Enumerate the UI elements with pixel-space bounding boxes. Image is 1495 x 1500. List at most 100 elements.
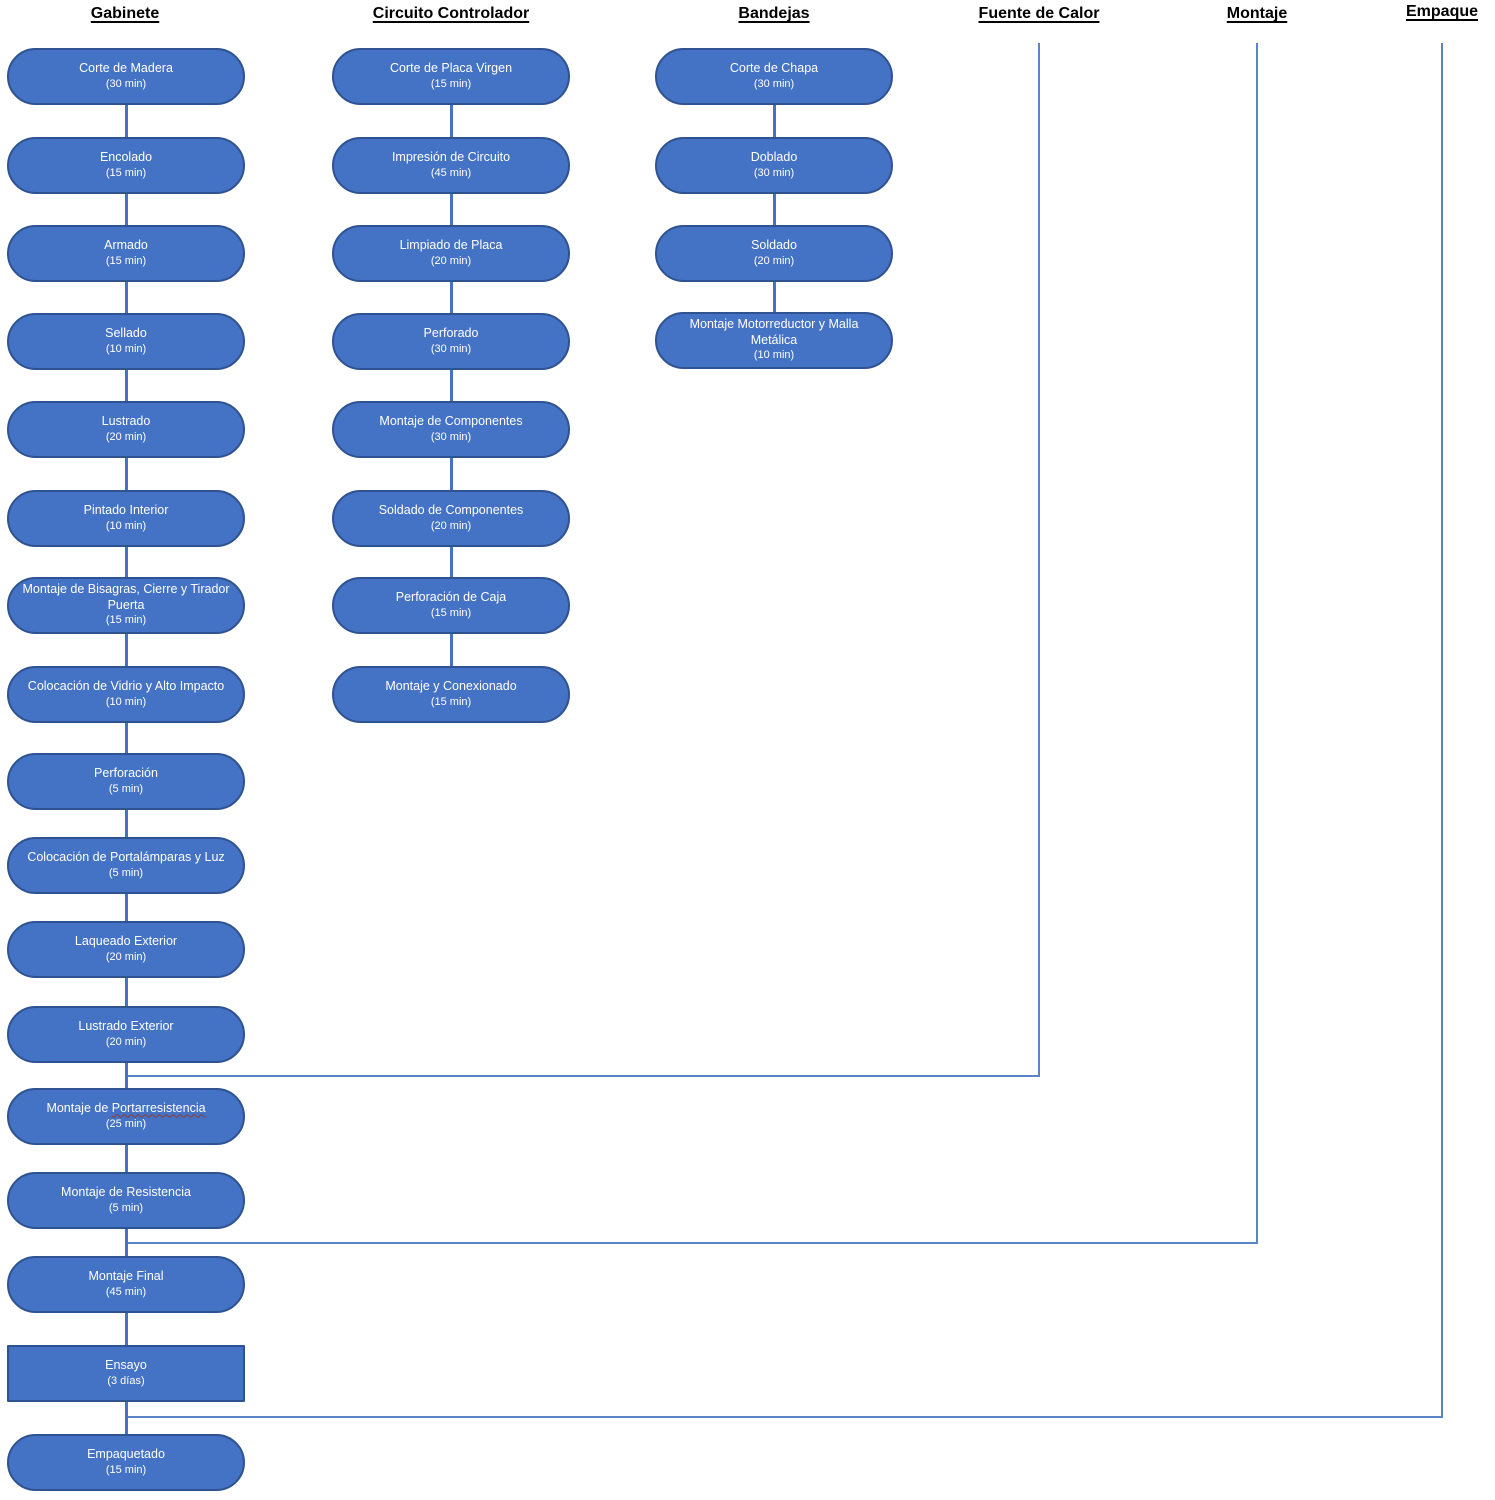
inter-node-connector xyxy=(124,720,128,755)
process-node-lustrado: Lustrado(20 min) xyxy=(7,400,245,458)
process-node-portarresistencia: Montaje de Portarresistencia(25 min) xyxy=(7,1087,245,1145)
node-duration: (15 min) xyxy=(430,606,472,619)
process-node-armado: Armado (15 min) xyxy=(7,224,245,282)
inter-node-connector xyxy=(124,807,128,839)
node-duration: (45 min) xyxy=(105,1285,147,1298)
process-node-soldado-de-componentes: Soldado de Componentes (20 min) xyxy=(332,489,570,547)
node-label: Encolado xyxy=(99,149,153,164)
inter-node-connector xyxy=(124,191,128,227)
process-node-limpiado-de-placa: Limpiado de Placa(20 min) xyxy=(332,224,570,282)
node-label: Perforado xyxy=(423,325,479,340)
process-node-laqueado-exterior: Laqueado Exterior(20 min) xyxy=(7,920,245,978)
process-node-colocacion-de-vidrio-y-alto-impacto: Colocación de Vidrio y Alto Impacto(10 m… xyxy=(7,665,245,723)
process-node-perforacion-de-caja: Perforación de Caja (15 min) xyxy=(332,576,570,634)
cross-link-vertical-empaque xyxy=(1441,43,1443,1418)
inter-node-connector xyxy=(772,191,776,227)
node-label: Doblado xyxy=(750,149,798,164)
process-node-montaje-de-componentes: Montaje de Componentes (30 min) xyxy=(332,400,570,458)
node-duration: (15 min) xyxy=(430,77,472,90)
node-label: Empaquetado xyxy=(87,1446,165,1461)
cross-link-horizontal-empaque xyxy=(125,1416,1443,1418)
node-duration: (20 min) xyxy=(105,1035,147,1048)
inter-node-connector xyxy=(124,544,128,579)
column-title-fuente-de-calor: Fuente de Calor xyxy=(978,5,1100,22)
node-label: Montaje de Componentes xyxy=(379,413,523,428)
inter-node-connector xyxy=(449,631,453,668)
inter-node-connector xyxy=(124,367,128,403)
process-node-colocacion-de-portalamparas-y-luz: Colocación de Portalámparas y Luz (5 min) xyxy=(7,836,245,894)
inter-node-connector xyxy=(124,631,128,668)
process-node-perforacion: Perforación(5 min) xyxy=(7,752,245,810)
node-duration: (20 min) xyxy=(430,254,472,267)
node-label: Corte de Chapa xyxy=(729,60,819,75)
node-duration: (20 min) xyxy=(753,254,795,267)
process-node-pintado-interior: Pintado Interior (10 min) xyxy=(7,489,245,547)
node-duration: (30 min) xyxy=(430,430,472,443)
inter-node-connector xyxy=(449,279,453,315)
node-label: Laqueado Exterior xyxy=(74,933,178,948)
process-node-lustrado-exterior: Lustrado Exterior (20 min) xyxy=(7,1005,245,1063)
node-duration: (10 min) xyxy=(105,519,147,532)
process-node-montaje-y-conexionado: Montaje y Conexionado(15 min) xyxy=(332,665,570,723)
inter-node-connector xyxy=(449,102,453,139)
node-duration: (15 min) xyxy=(105,614,147,627)
process-node-corte-de-chapa: Corte de Chapa (30 min) xyxy=(655,47,893,105)
node-label: Armado xyxy=(104,237,148,252)
node-duration: (20 min) xyxy=(430,519,472,532)
node-label: Lustrado Exterior xyxy=(78,1018,174,1033)
node-label: Soldado xyxy=(751,237,797,252)
node-duration: (30 min) xyxy=(753,77,795,90)
cross-link-horizontal-montaje xyxy=(125,1242,1258,1244)
inter-node-connector xyxy=(124,1399,128,1436)
inter-node-connector xyxy=(449,544,453,579)
node-label: Ensayo xyxy=(105,1357,147,1372)
column-title-bandejas: Bandejas xyxy=(738,5,810,22)
inter-node-connector xyxy=(124,975,128,1008)
node-duration: (15 min) xyxy=(105,1463,147,1476)
cross-link-horizontal-fuente-de-calor xyxy=(125,1075,1040,1077)
node-duration: (5 min) xyxy=(108,1201,144,1214)
node-label: Montaje Motorreductor y Malla Metálica xyxy=(689,316,859,347)
process-node-montaje-final: Montaje Final (45 min) xyxy=(7,1255,245,1313)
node-label: Soldado de Componentes xyxy=(378,502,524,517)
node-label: Corte de Placa Virgen xyxy=(389,60,513,75)
node-label: Lustrado xyxy=(101,413,151,428)
process-node-encolado: Encolado(15 min) xyxy=(7,136,245,194)
inter-node-connector xyxy=(124,455,128,492)
node-label: Corte de Madera xyxy=(79,60,173,75)
node-duration: (30 min) xyxy=(105,77,147,90)
inter-node-connector xyxy=(124,1142,128,1174)
inter-node-connector xyxy=(124,1060,128,1090)
node-duration: (30 min) xyxy=(753,166,795,179)
node-label: Montaje Final xyxy=(88,1268,164,1283)
process-node-corte-de-madera: Corte de Madera (30 min) xyxy=(7,47,245,105)
cross-link-vertical-montaje xyxy=(1256,43,1258,1244)
inter-node-connector xyxy=(124,1310,128,1347)
node-duration: (5 min) xyxy=(108,866,144,879)
inter-node-connector xyxy=(449,367,453,403)
node-duration: (10 min) xyxy=(105,342,147,355)
node-label: Montaje de Bisagras, Cierre y Tirador Pu… xyxy=(22,581,230,612)
inter-node-connector xyxy=(124,891,128,923)
node-label-misspelled-word: Portarresistencia xyxy=(111,1100,206,1115)
inter-node-connector xyxy=(124,279,128,315)
node-label: Impresión de Circuito xyxy=(391,149,511,164)
node-label: Montaje de Resistencia xyxy=(61,1184,191,1199)
process-node-soldado: Soldado (20 min) xyxy=(655,224,893,282)
node-label: Sellado xyxy=(105,325,147,340)
node-label: Colocación de Vidrio y Alto Impacto xyxy=(27,678,225,693)
inter-node-connector xyxy=(449,455,453,492)
inter-node-connector xyxy=(124,102,128,139)
process-node-ensayo: Ensayo(3 días) xyxy=(7,1344,245,1402)
node-duration: (15 min) xyxy=(105,254,147,267)
cross-link-vertical-fuente-de-calor xyxy=(1038,43,1040,1077)
node-label: Pintado Interior xyxy=(83,502,169,517)
process-node-perforado: Perforado(30 min) xyxy=(332,312,570,370)
node-label: Perforación xyxy=(94,765,158,780)
process-node-impresion-de-circuito: Impresión de Circuito(45 min) xyxy=(332,136,570,194)
node-label: Colocación de Portalámparas y Luz xyxy=(27,849,225,864)
process-node-montaje-de-bisagras-cierre-y-tirador-puerta: Montaje de Bisagras, Cierre y Tirador Pu… xyxy=(7,576,245,634)
node-label: Perforación de Caja xyxy=(395,589,507,604)
